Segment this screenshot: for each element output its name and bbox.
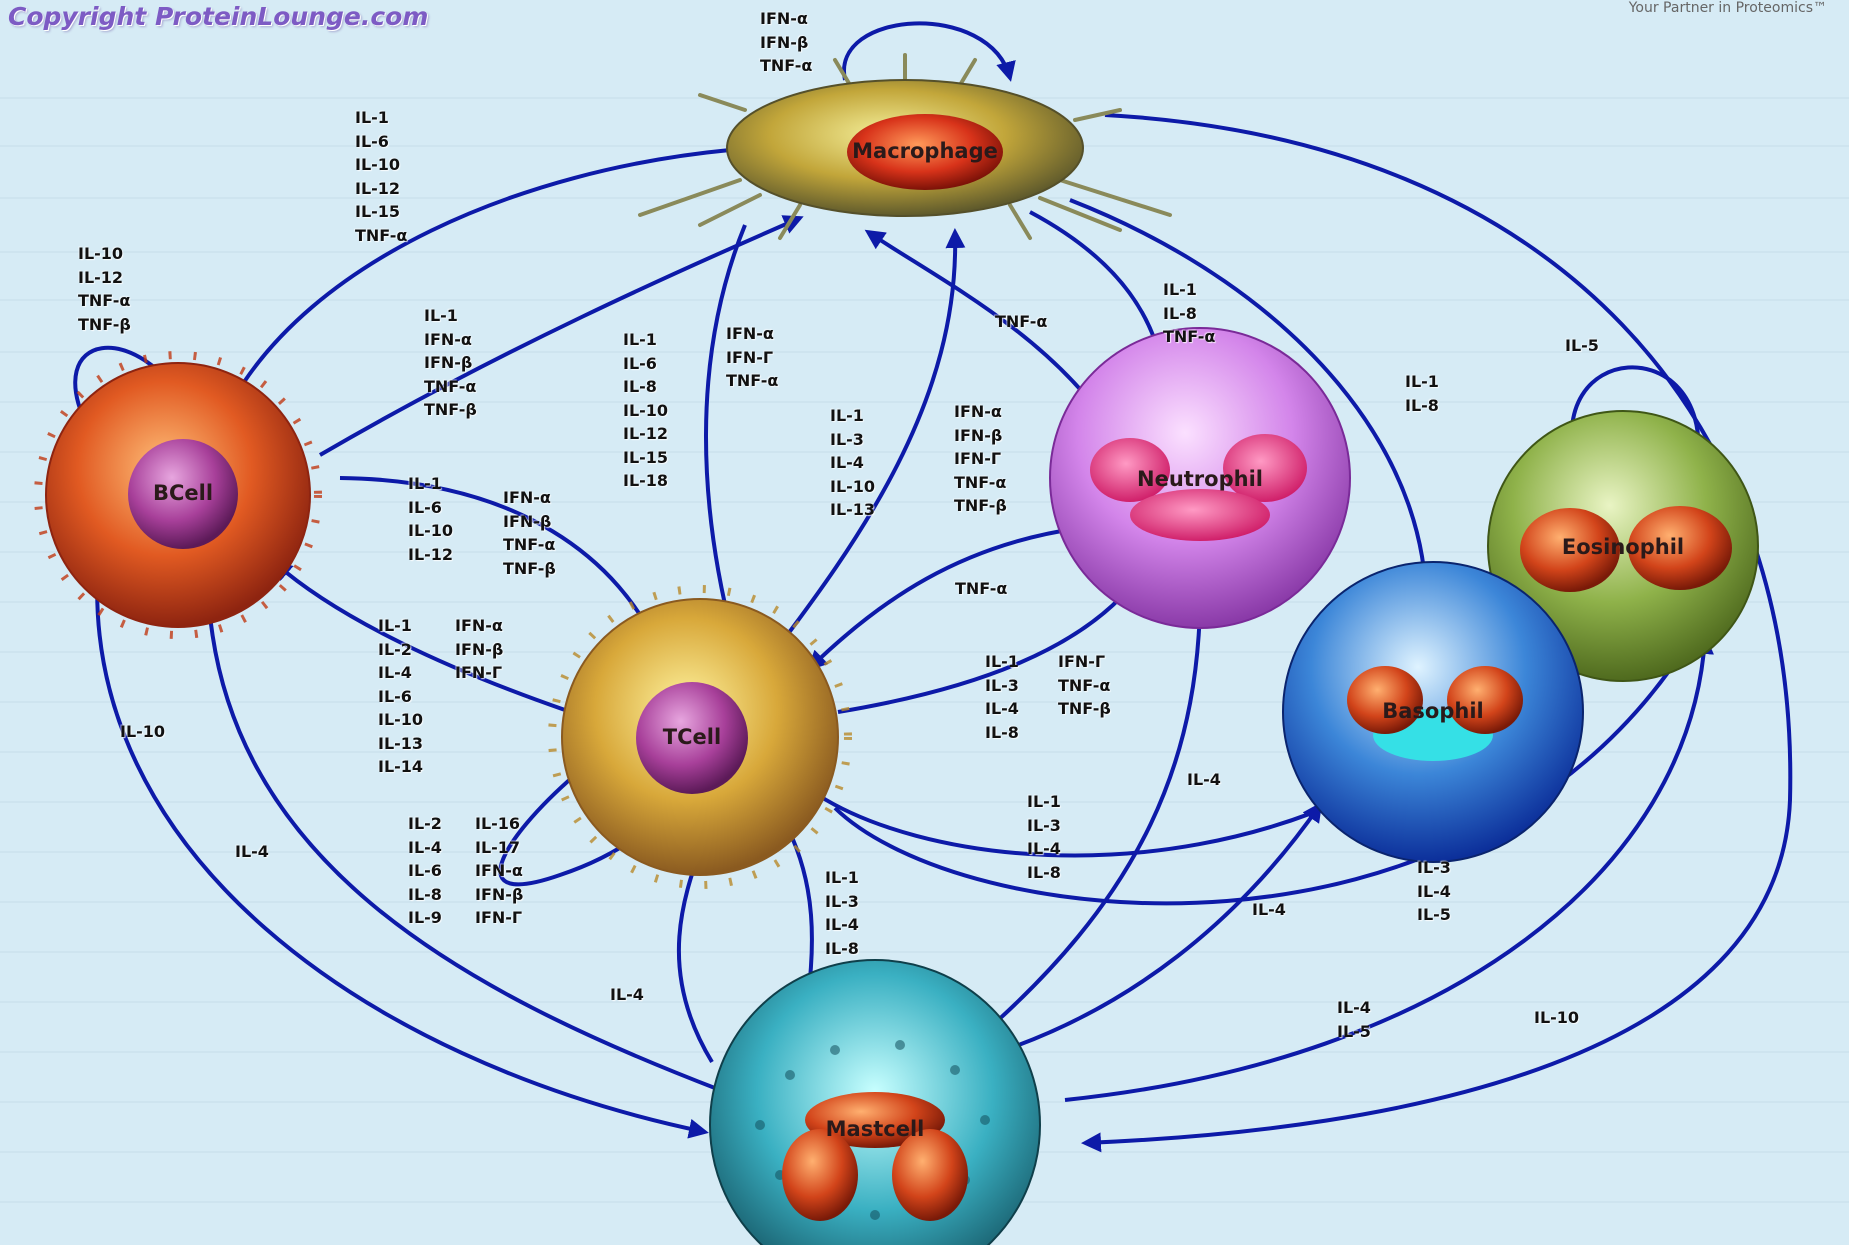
- macrophage-cell: Macrophage: [638, 53, 1172, 240]
- label-macrophage-to-neutrophil: IL-1 IL-8 TNF-α: [1163, 280, 1216, 346]
- arrow-macrophage-to-mastcell: [1081, 113, 1793, 1153]
- arrow-neutrophil-to-tcell: [807, 526, 1081, 671]
- eosinophil-label: Eosinophil: [1562, 535, 1684, 559]
- bcell-label: BCell: [153, 481, 213, 505]
- label-mastcell-to-bcell: IL-4: [235, 842, 269, 861]
- label-bcell-to-tcell-b: IFN-α IFN-β TNF-α TNF-β: [503, 488, 556, 578]
- label-tcell-to-eosinophil: IL-3 IL-4 IL-5: [1417, 858, 1451, 924]
- label-macrophage-to-basophil: IL-1 IL-8: [1405, 372, 1439, 415]
- copyright-watermark: Copyright ProteinLounge.com: [8, 2, 429, 31]
- label-bcell-to-tcell-a: IL-1 IL-6 IL-10 IL-12: [408, 474, 454, 564]
- arrow-tcell-to-basophil: [816, 792, 1359, 858]
- label-bcell-self: IL-10 IL-12 TNF-α TNF-β: [78, 244, 131, 334]
- eosinophil-cell: Eosinophil: [1487, 410, 1759, 682]
- label-macrophage-self: IFN-α IFN-β TNF-α: [760, 9, 813, 75]
- arrow-mastcell-to-bcell: [198, 584, 721, 1092]
- label-tcell-to-macrophage-a: IL-1 IL-3 IL-4 IL-10 IL-13: [830, 406, 876, 519]
- label-tcell-to-mastcell: IL-1 IL-3 IL-4 IL-8: [825, 868, 859, 958]
- bcell-cell: BCell: [34, 351, 322, 639]
- label-tcell-to-macrophage-b: IFN-α IFN-β IFN-Γ TNF-α TNF-β: [954, 402, 1007, 515]
- macrophage-label: Macrophage: [852, 139, 998, 163]
- label-bcell-to-mastcell: IL-10: [120, 722, 166, 741]
- label-tcell-to-bcell-a: IL-1 IL-2 IL-4 IL-6 IL-10 IL-13 IL-14: [378, 616, 424, 776]
- label-bcell-to-macrophage: IL-1 IFN-α IFN-β TNF-α TNF-β: [424, 306, 477, 419]
- basophil-label: Basophil: [1382, 699, 1483, 723]
- label-mastcell-to-neutrophil: IL-4: [1187, 770, 1221, 789]
- arrow-bcell-to-macrophage: [318, 215, 804, 457]
- label-tcell-to-neutrophil-a: IL-1 IL-3 IL-4 IL-8: [985, 652, 1019, 742]
- basophil-cell: Basophil: [1282, 561, 1584, 863]
- mastcell-cell: Mastcell: [709, 959, 1041, 1245]
- label-macrophage-to-mastcell: IL-10: [1534, 1008, 1580, 1027]
- arrow-mastcell-to-neutrophil: [968, 564, 1211, 1047]
- arrow-tcell-to-macrophage-b: [864, 229, 1107, 422]
- label-macrophage-to-bcell: IL-1 IL-6 IL-10 IL-12 IL-15 TNF-α: [355, 108, 408, 245]
- mastcell-label: Mastcell: [826, 1117, 925, 1141]
- label-tcell-self-a: IL-2 IL-4 IL-6 IL-8 IL-9: [408, 814, 442, 927]
- arrow-macrophage-to-tcell: [704, 224, 747, 642]
- neutrophil-cell: Neutrophil: [1049, 327, 1351, 629]
- arrow-macrophage-to-basophil: [1069, 198, 1437, 634]
- label-tcell-self-b: IL-16 IL-17 IFN-α IFN-β IFN-Γ: [475, 814, 524, 927]
- label-macrophage-to-tcell-b: IFN-α IFN-Γ TNF-α: [726, 324, 779, 390]
- label-mastcell-to-basophil: IL-4: [1252, 900, 1286, 919]
- label-mastcell-to-tcell: IL-4: [610, 985, 644, 1004]
- label-tcell-to-basophil: IL-1 IL-3 IL-4 IL-8: [1027, 792, 1061, 882]
- arrow-macrophage-to-bcell: [228, 148, 731, 409]
- label-neutrophil-to-macrophage: TNF-α: [995, 312, 1048, 331]
- arrow-bcell-to-mastcell: [95, 564, 709, 1139]
- arrow-tcell-to-eosinophil: [833, 636, 1693, 906]
- arrow-macrophage-self: [842, 21, 1016, 82]
- neutrophil-label: Neutrophil: [1137, 467, 1263, 491]
- arrow-mastcell-to-eosinophil: [1064, 634, 1714, 1102]
- arrow-tcell-to-macrophage-a: [764, 228, 966, 665]
- arrow-mastcell-to-basophil: [989, 801, 1323, 1057]
- tcell-cell: TCell: [548, 585, 852, 889]
- label-mastcell-to-eosinophil: IL-4 IL-5: [1337, 998, 1371, 1041]
- label-tcell-to-neutrophil-b: IFN-Γ TNF-α TNF-β: [1058, 652, 1111, 718]
- label-tcell-to-bcell-b: IFN-α IFN-β IFN-Γ: [455, 616, 504, 682]
- label-macrophage-to-tcell-a: IL-1 IL-6 IL-8 IL-10 IL-12 IL-15 IL-18: [623, 330, 669, 490]
- arrow-tcell-to-bcell: [271, 560, 566, 712]
- tcell-label: TCell: [663, 725, 721, 749]
- label-neutrophil-to-tcell: TNF-α: [955, 579, 1008, 598]
- tagline: Your Partner in Proteomics™: [1628, 0, 1827, 16]
- label-eosinophil-self: IL-5: [1565, 336, 1599, 355]
